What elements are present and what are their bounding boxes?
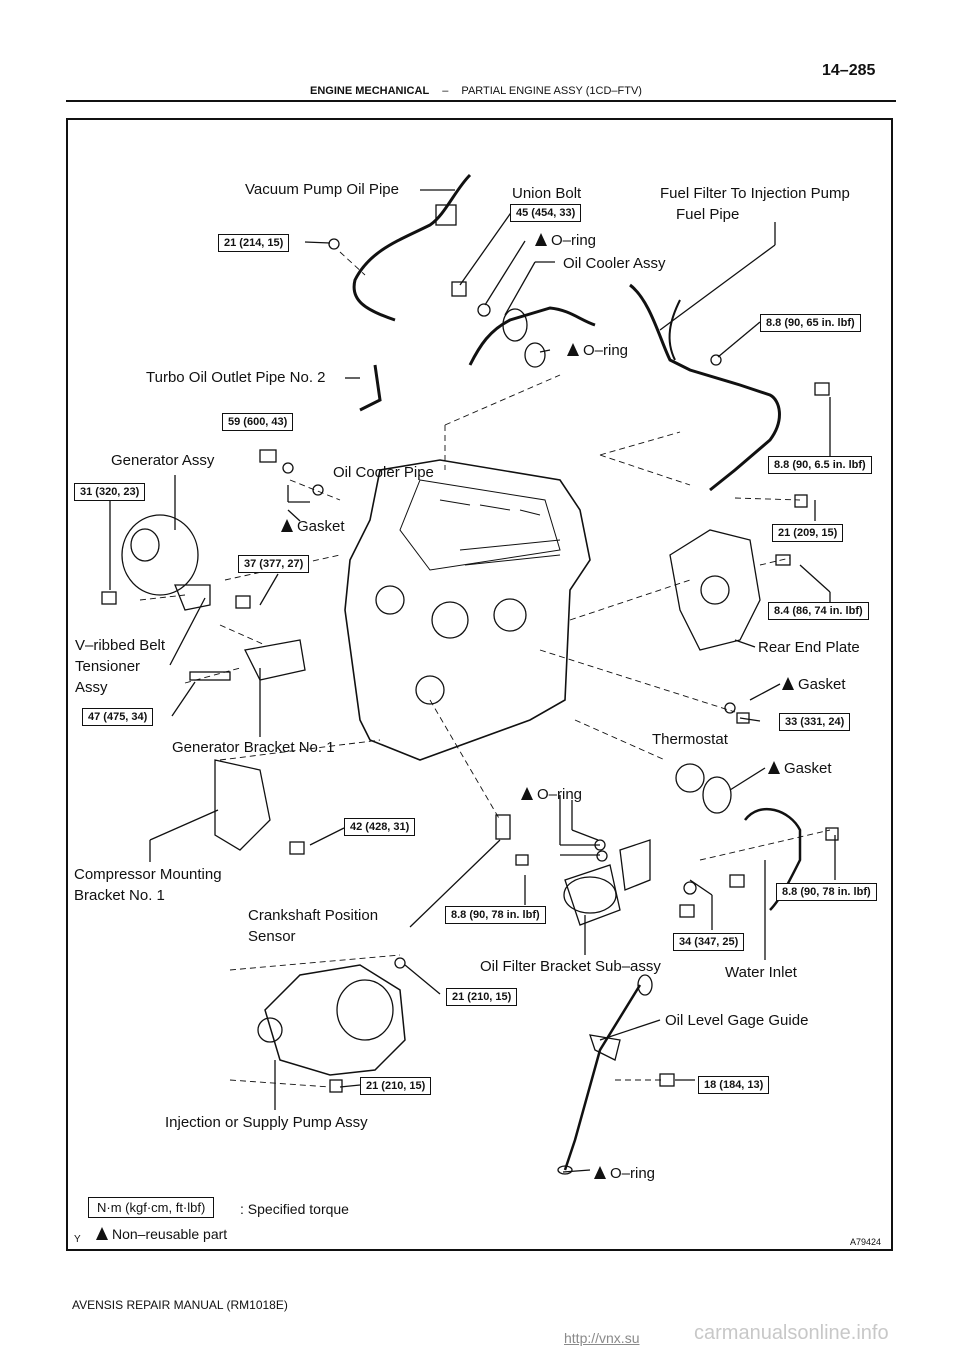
- figure-id: A79424: [850, 1237, 882, 1247]
- label-oil-filter-bracket: Oil Filter Bracket Sub–assy: [480, 958, 661, 975]
- page-number: 14–285: [822, 62, 876, 79]
- nonreusable-icon: [521, 787, 533, 800]
- section-title: ENGINE MECHANICAL: [310, 85, 430, 97]
- label-union-bolt: Union Bolt: [512, 185, 582, 202]
- label-vribbed-line1: V–ribbed Belt: [75, 637, 166, 654]
- label-crankshaft-line2: Sensor: [248, 928, 296, 945]
- torque-21d: 21 (210, 15): [360, 1077, 432, 1095]
- watermark-site: carmanualsonline.info: [694, 1322, 889, 1344]
- label-oring-1: O–ring: [535, 231, 596, 251]
- torque-84: 8.4 (86, 74 in. lbf): [768, 602, 869, 620]
- legend-nonreusable: Non–reusable part: [96, 1224, 227, 1244]
- nonreusable-icon: [567, 343, 579, 356]
- label-rear-end-plate: Rear End Plate: [758, 639, 860, 656]
- torque-42: 42 (428, 31): [344, 818, 416, 836]
- manual-footer: AVENSIS REPAIR MANUAL (RM1018E): [72, 1298, 288, 1312]
- label-oring-2: O–ring: [567, 341, 628, 361]
- legend-torque-desc: : Specified torque: [240, 1201, 349, 1217]
- nonreusable-icon: [594, 1166, 606, 1179]
- label-gasket-2: Gasket: [782, 675, 846, 695]
- torque-59: 59 (600, 43): [222, 413, 294, 431]
- torque-45: 45 (454, 33): [510, 204, 582, 222]
- torque-21c: 21 (210, 15): [446, 988, 518, 1006]
- legend-torque-unit: N·m (kgf·cm, ft·lbf): [88, 1197, 215, 1218]
- page-header: ENGINE MECHANICAL – PARTIAL ENGINE ASSY …: [310, 85, 642, 97]
- label-oil-level-gage-guide: Oil Level Gage Guide: [665, 1012, 809, 1029]
- torque-88d: 8.8 (90, 78 in. lbf): [445, 906, 546, 924]
- torque-31: 31 (320, 23): [74, 483, 146, 501]
- label-compressor-line2: Bracket No. 1: [74, 887, 165, 904]
- nonreusable-icon: [782, 677, 794, 690]
- label-oring-4: O–ring: [594, 1164, 655, 1184]
- label-gasket-3: Gasket: [768, 759, 832, 779]
- label-crankshaft-line1: Crankshaft Position: [248, 907, 379, 924]
- figure-left-mark: Y: [74, 1234, 81, 1245]
- torque-88a: 8.8 (90, 65 in. lbf): [760, 314, 861, 332]
- label-injection-pump: Injection or Supply Pump Assy: [165, 1114, 368, 1131]
- label-turbo-oil-outlet-pipe: Turbo Oil Outlet Pipe No. 2: [146, 369, 326, 386]
- label-generator-assy: Generator Assy: [111, 452, 215, 469]
- watermark-url[interactable]: http://vnx.su: [564, 1330, 640, 1346]
- torque-88c: 8.8 (90, 78 in. lbf): [776, 883, 877, 901]
- label-oil-cooler-assy: Oil Cooler Assy: [563, 255, 666, 272]
- torque-47: 47 (475, 34): [82, 708, 154, 726]
- label-fuel-filter-pipe-line1: Fuel Filter To Injection Pump: [660, 185, 850, 202]
- section-subtitle: PARTIAL ENGINE ASSY (1CD–FTV): [461, 85, 642, 97]
- torque-21b: 21 (209, 15): [772, 524, 844, 542]
- label-oil-cooler-pipe: Oil Cooler Pipe: [333, 464, 434, 481]
- nonreusable-icon: [96, 1227, 108, 1240]
- label-generator-bracket: Generator Bracket No. 1: [172, 739, 335, 756]
- torque-37: 37 (377, 27): [238, 555, 310, 573]
- header-rule: [66, 100, 896, 102]
- label-gasket-1: Gasket: [281, 517, 345, 537]
- torque-33: 33 (331, 24): [779, 713, 851, 731]
- label-vribbed-line3: Assy: [75, 679, 108, 696]
- torque-34: 34 (347, 25): [673, 933, 745, 951]
- torque-21a: 21 (214, 15): [218, 234, 290, 252]
- label-thermostat: Thermostat: [652, 731, 728, 748]
- nonreusable-icon: [768, 761, 780, 774]
- label-oring-3: O–ring: [521, 785, 582, 805]
- label-fuel-filter-pipe-line2: Fuel Pipe: [676, 206, 740, 223]
- nonreusable-icon: [281, 519, 293, 532]
- diagram-frame: [66, 118, 893, 1251]
- torque-88b: 8.8 (90, 6.5 in. lbf): [768, 456, 872, 474]
- header-separator: –: [442, 85, 449, 97]
- label-vacuum-pump-oil-pipe: Vacuum Pump Oil Pipe: [245, 181, 399, 198]
- nonreusable-icon: [535, 233, 547, 246]
- torque-18: 18 (184, 13): [698, 1076, 770, 1094]
- label-water-inlet: Water Inlet: [725, 964, 797, 981]
- label-vribbed-line2: Tensioner: [75, 658, 141, 675]
- label-compressor-line1: Compressor Mounting: [74, 866, 222, 883]
